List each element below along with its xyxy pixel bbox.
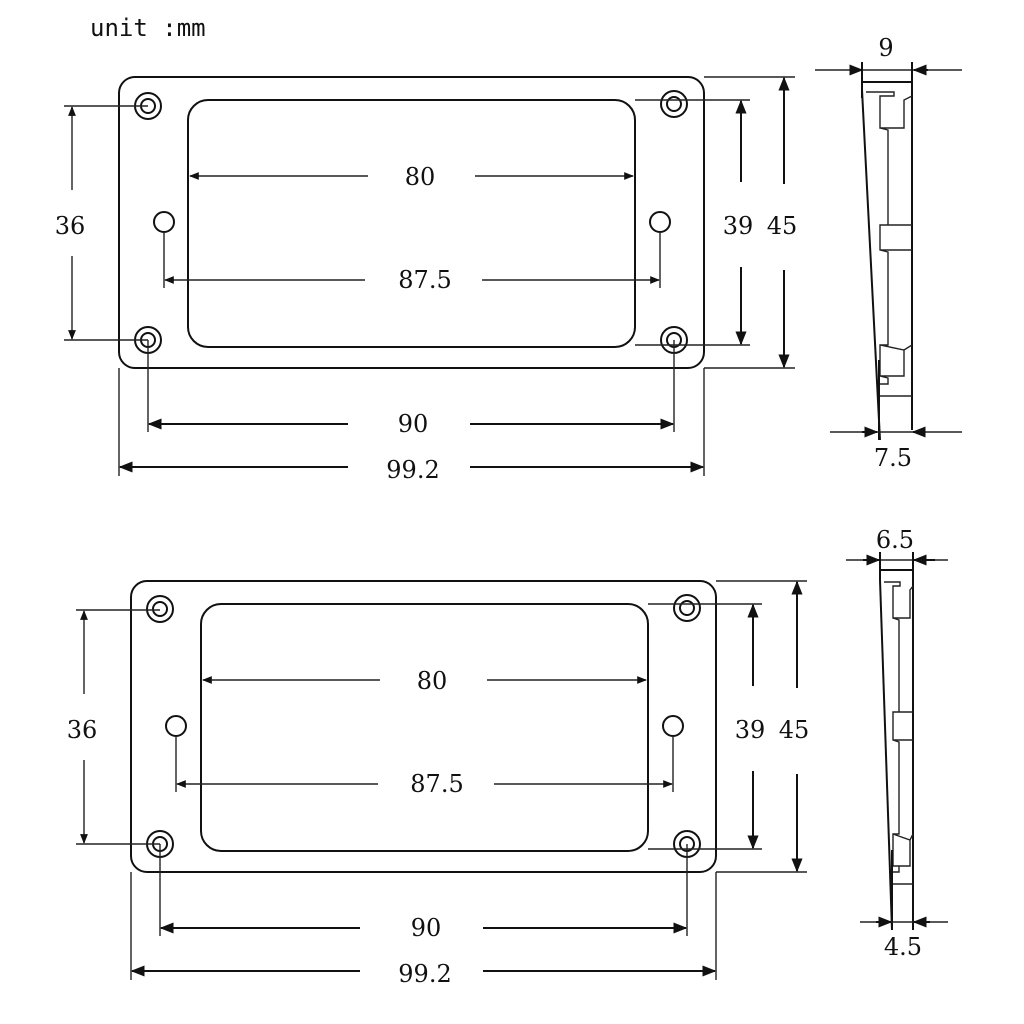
- side-hole-right: [662, 715, 684, 737]
- dim-corner-hole-spacing-y: 36: [55, 212, 86, 240]
- dim-side-hole-spacing: 87.5: [398, 266, 451, 294]
- side-hole-left: [153, 211, 175, 233]
- dim-top-thickness: 9: [878, 34, 893, 62]
- dim-inner-height: 39: [723, 212, 754, 240]
- top-side-view: 9 7.5: [815, 34, 962, 472]
- dim-corner-hole-spacing-x: 90: [398, 410, 429, 438]
- corner-hole-tr: [660, 90, 688, 118]
- bottom-side-view: 6.5 4.5: [846, 526, 948, 961]
- outer-plate-outline: [118, 76, 705, 369]
- side-hole-left: [165, 715, 187, 737]
- corner-hole-tr: [673, 594, 701, 622]
- dim-outer-height: 45: [767, 212, 798, 240]
- dim-inner-width: 80: [417, 667, 448, 695]
- dim-outer-width: 99.2: [398, 960, 451, 988]
- dim-inner-height: 39: [735, 716, 766, 744]
- unit-label: unit :mm: [90, 14, 206, 42]
- bottom-front-view: 80 87.5 90 99.2 36 39 45: [67, 580, 810, 988]
- corner-hole-tl: [146, 595, 174, 623]
- dim-bottom-thickness: 7.5: [874, 444, 912, 472]
- dim-inner-width: 80: [405, 163, 436, 191]
- dim-side-hole-spacing: 87.5: [410, 770, 463, 798]
- dim-corner-hole-spacing-y: 36: [67, 716, 98, 744]
- dim-corner-hole-spacing-x: 90: [411, 914, 442, 942]
- dim-top-thickness: 6.5: [876, 526, 914, 554]
- outer-plate-outline: [130, 580, 717, 873]
- dim-outer-width: 99.2: [386, 456, 439, 484]
- dim-outer-height: 45: [779, 716, 810, 744]
- dim-bottom-thickness: 4.5: [884, 933, 922, 961]
- inner-cutout-outline: [187, 99, 636, 348]
- side-hole-right: [649, 211, 671, 233]
- inner-cutout-outline: [200, 603, 649, 852]
- top-front-view: 80 87.5 90 99.2 36 39: [55, 76, 798, 484]
